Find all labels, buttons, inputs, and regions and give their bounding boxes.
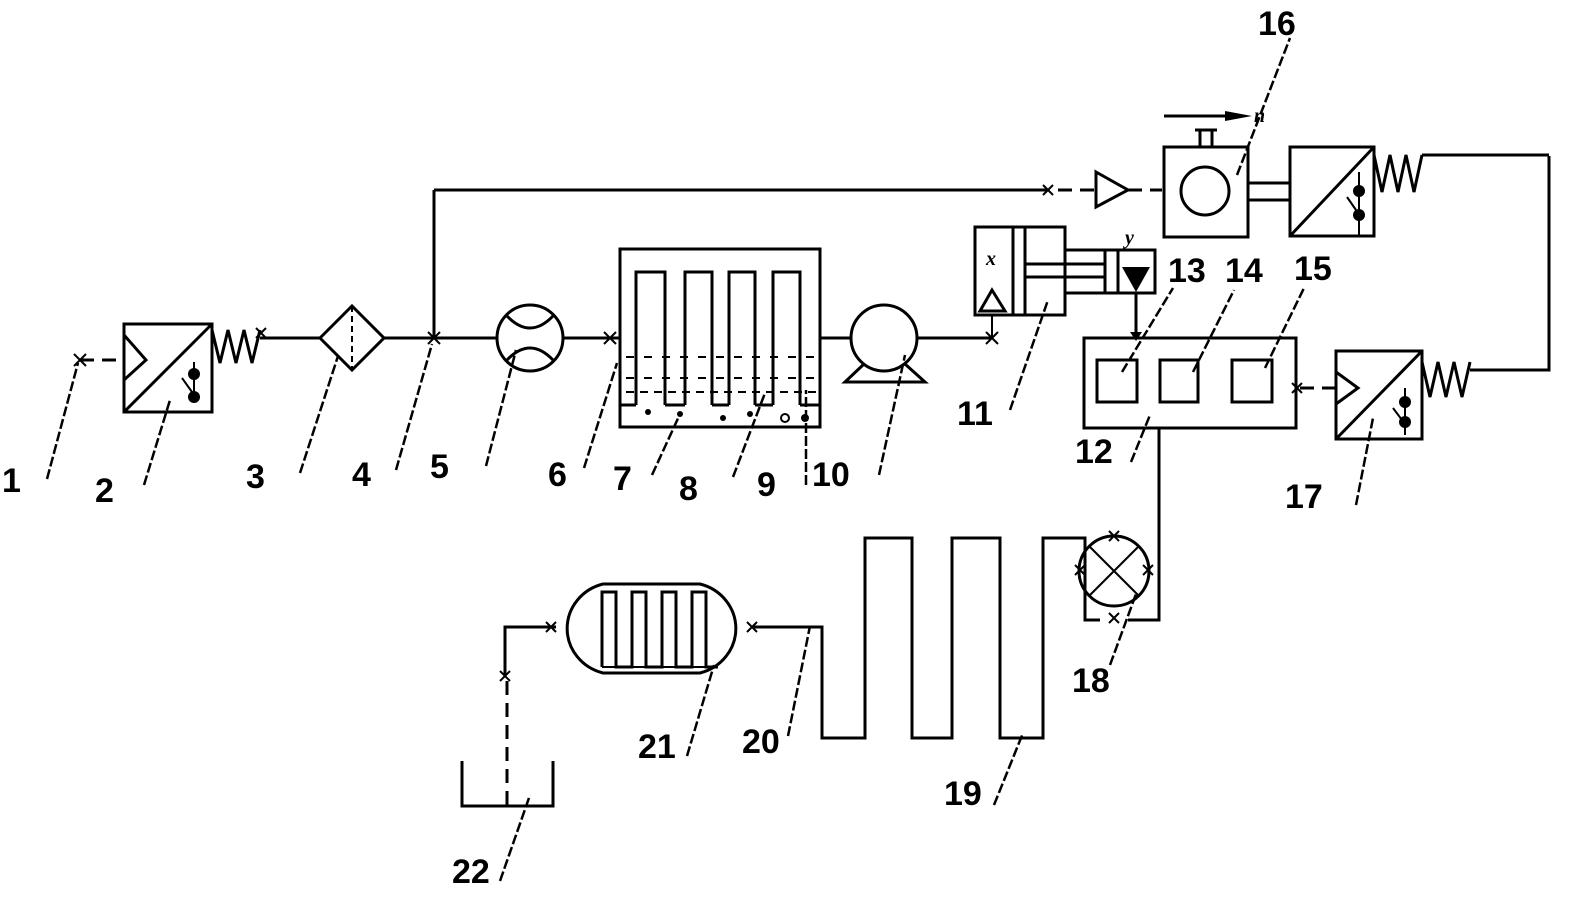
component-6-inlet-mark bbox=[603, 331, 617, 345]
label-11: 11 bbox=[957, 395, 993, 433]
label-4: 4 bbox=[352, 456, 371, 494]
label-20: 20 bbox=[742, 723, 780, 761]
component-21-heat-exchanger bbox=[565, 582, 738, 675]
pipe-21-22-valve-mark-2 bbox=[499, 670, 511, 682]
label-10: 10 bbox=[812, 456, 850, 494]
label-1: 1 bbox=[2, 462, 21, 500]
label-19: 19 bbox=[944, 775, 982, 813]
label-17: 17 bbox=[1285, 478, 1323, 516]
component-16-motor: n bbox=[1162, 105, 1549, 239]
pipe-12-18 bbox=[1128, 428, 1161, 622]
label-5: 5 bbox=[430, 448, 449, 486]
pipe-21-22 bbox=[503, 625, 556, 676]
label-21: 21 bbox=[638, 728, 676, 766]
component-19-serpentine-coil bbox=[800, 536, 1070, 740]
cylinder-x-symbol: x bbox=[985, 248, 996, 270]
component-14-module bbox=[1158, 358, 1200, 404]
amplifier-triangle bbox=[1058, 169, 1162, 210]
label-16: 16 bbox=[1258, 5, 1296, 43]
label-3: 3 bbox=[246, 458, 265, 496]
component-1-inlet bbox=[73, 353, 124, 367]
component-15-module bbox=[1230, 358, 1274, 404]
component-11-cylinder: x y bbox=[973, 225, 1157, 341]
component-7-9-reaction-tank bbox=[618, 247, 822, 429]
label-12: 12 bbox=[1075, 433, 1113, 471]
component-3-filter bbox=[317, 303, 387, 373]
signal-17-12 bbox=[1291, 382, 1336, 394]
component-17-converter bbox=[1334, 156, 1551, 441]
component-13-module bbox=[1095, 358, 1139, 404]
component-labels: 1 2 3 4 5 6 7 8 9 10 11 12 13 14 15 16 1… bbox=[2, 5, 1332, 891]
component-10-pump bbox=[841, 303, 929, 384]
pipe-21-22-valve-mark bbox=[545, 621, 557, 633]
label-8: 8 bbox=[679, 470, 698, 508]
component-5-flow-meter bbox=[495, 303, 565, 373]
label-13: 13 bbox=[1168, 252, 1206, 290]
label-2: 2 bbox=[95, 472, 114, 510]
top-line-valve-mark bbox=[1042, 184, 1054, 196]
label-18: 18 bbox=[1072, 662, 1110, 700]
leader-lines bbox=[45, 37, 1375, 882]
component-18-valve bbox=[1070, 530, 1154, 624]
label-14: 14 bbox=[1225, 252, 1263, 290]
label-6: 6 bbox=[548, 456, 567, 494]
cylinder-y-symbol: y bbox=[1123, 227, 1134, 249]
label-22: 22 bbox=[452, 853, 490, 891]
component-12-controller bbox=[1082, 336, 1298, 430]
label-15: 15 bbox=[1294, 250, 1332, 288]
pipe-20-valve-mark bbox=[746, 621, 758, 633]
label-9: 9 bbox=[757, 466, 776, 504]
motor-n-symbol: n bbox=[1254, 105, 1265, 127]
label-7: 7 bbox=[613, 460, 632, 498]
component-4-junction bbox=[427, 190, 441, 345]
component-22-basin bbox=[460, 761, 555, 808]
component-2-converter bbox=[122, 322, 267, 414]
